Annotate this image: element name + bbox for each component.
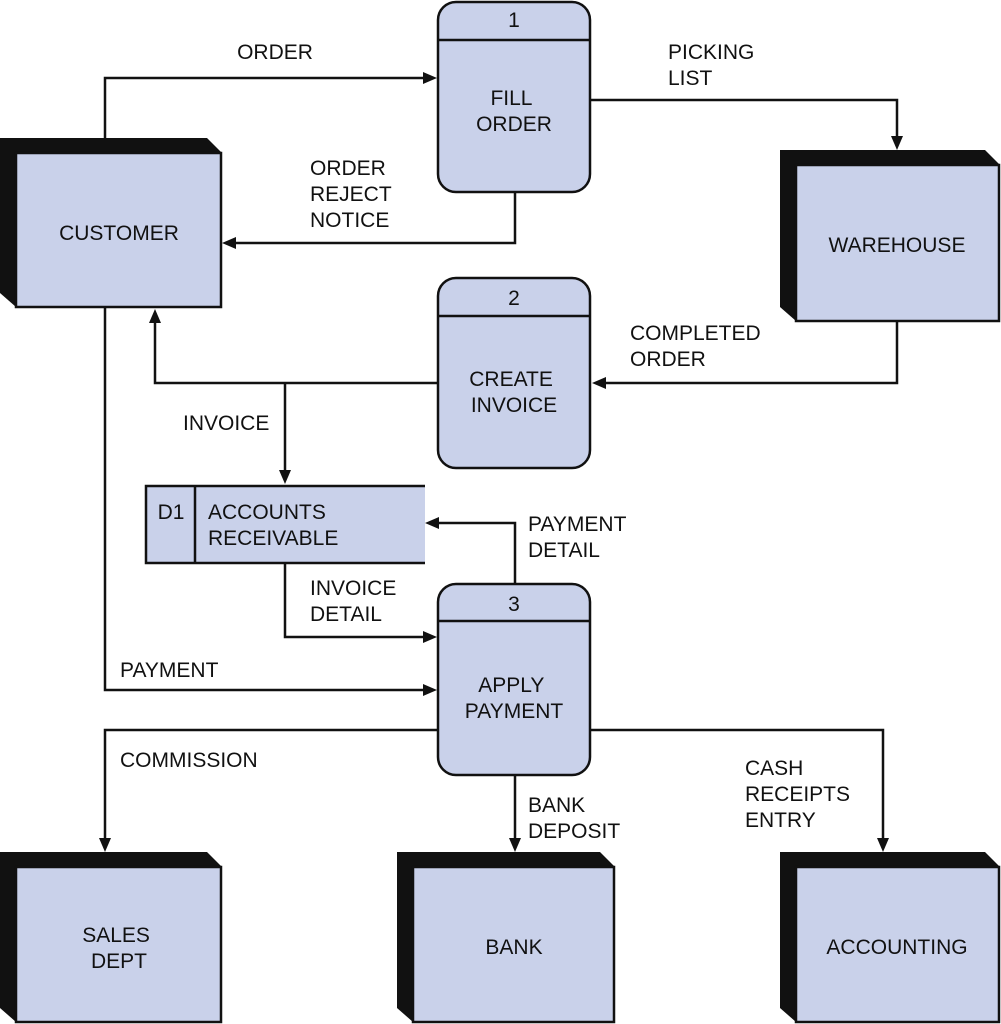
flow-label-invoice-detail: INVOICE DETAIL: [310, 577, 402, 626]
process-apply-payment: 3 APPLY PAYMENT: [436, 582, 592, 777]
process-create-invoice: 2 CREATE INVOICE: [436, 276, 592, 470]
entity-bank-label: BANK: [485, 936, 542, 959]
flow-label-payment-detail: PAYMENT DETAIL: [528, 513, 632, 562]
process-apply-payment-number: 3: [508, 593, 520, 616]
flow-order-reject-notice: [222, 192, 517, 249]
data-store-id: D1: [158, 501, 185, 524]
flow-order: [103, 72, 437, 138]
flow-payment-detail: [425, 517, 517, 584]
data-store-name: ACCOUNTS RECEIVABLE: [208, 501, 338, 550]
entity-accounting-label: ACCOUNTING: [826, 936, 967, 959]
flow-label-bank-deposit: BANK DEPOSIT: [528, 794, 620, 843]
flow-picking-list: [590, 98, 903, 150]
process-fill-order: 1 FILL ORDER: [436, 0, 592, 194]
flow-commission: [99, 728, 438, 852]
data-store-accounts-receivable: D1 ACCOUNTS RECEIVABLE: [144, 484, 425, 565]
flow-label-order: ORDER: [237, 41, 313, 64]
entity-sales-dept-label: SALES DEPT: [82, 924, 156, 973]
flow-label-commission: COMMISSION: [120, 749, 258, 772]
flow-invoice: [149, 309, 438, 484]
entity-accounting: ACCOUNTING: [780, 852, 1001, 1024]
flow-bank-deposit: [509, 775, 521, 852]
flow-cash-receipts-entry: [590, 728, 889, 852]
flow-label-payment: PAYMENT: [120, 659, 219, 682]
flow-invoice-detail: [283, 563, 437, 643]
process-create-invoice-number: 2: [508, 287, 520, 310]
entity-warehouse: WAREHOUSE: [780, 150, 1001, 323]
process-fill-order-name: FILL ORDER: [476, 87, 552, 136]
process-fill-order-number: 1: [508, 9, 520, 32]
entity-sales-dept: SALES DEPT: [0, 852, 223, 1024]
flow-completed-order: [592, 322, 899, 389]
process-create-invoice-name: CREATE INVOICE: [469, 368, 558, 417]
process-apply-payment-name: APPLY PAYMENT: [465, 674, 564, 723]
entity-warehouse-label: WAREHOUSE: [829, 234, 966, 257]
flow-label-picking-list: PICKING LIST: [668, 41, 760, 90]
entity-bank: BANK: [397, 852, 616, 1024]
entity-customer: CUSTOMER: [0, 138, 223, 309]
flow-label-cash-receipts-entry: CASH RECEIPTS ENTRY: [745, 757, 856, 832]
flow-payment: [103, 308, 437, 696]
flow-label-invoice: INVOICE: [183, 412, 269, 435]
entity-customer-label: CUSTOMER: [59, 222, 179, 245]
flow-label-order-reject-notice: ORDER REJECT NOTICE: [310, 157, 397, 232]
flow-label-completed-order: COMPLETED ORDER: [630, 322, 767, 371]
